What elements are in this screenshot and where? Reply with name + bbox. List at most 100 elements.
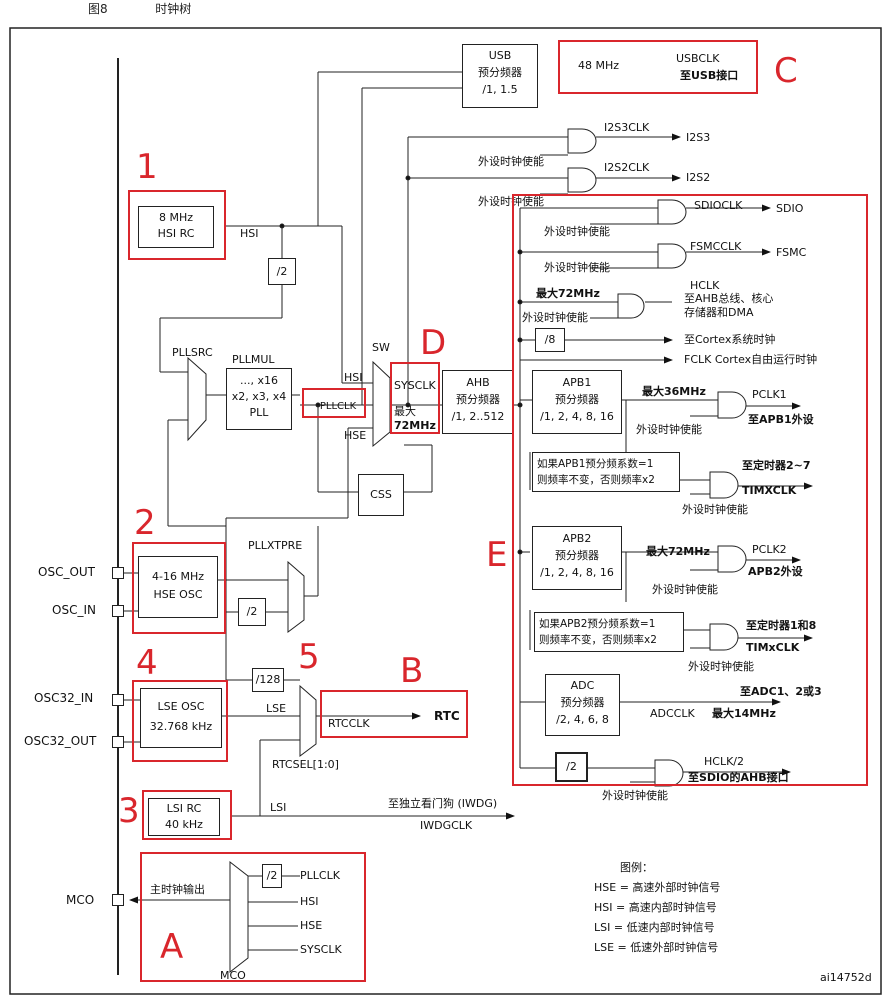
periph-enable-10: 外设时钟使能: [602, 789, 668, 802]
mco-div2-box: /2: [262, 864, 282, 888]
lsi-frequency: 40 kHz: [165, 818, 203, 831]
annotation-box-pllclk: [302, 388, 366, 418]
lse-name: LSE OSC: [157, 700, 205, 713]
hclk-max: 最大72MHz: [536, 287, 600, 300]
annotation-1: 1: [136, 147, 158, 187]
figure-title: 时钟树: [155, 2, 192, 16]
annotation-box-b: [320, 690, 468, 738]
annotation-3: 3: [118, 791, 140, 831]
to-iwdg-label: 至独立看门狗 (IWDG): [388, 797, 498, 810]
apb2-prescaler: APB2 预分频器 /1, 2, 4, 8, 16: [532, 526, 622, 590]
pll-mul-range: ..., x16: [240, 374, 278, 387]
to-usb-label: 至USB接口: [680, 69, 739, 82]
mco-div2-label: /2: [266, 869, 278, 882]
fsmcclk-label: FSMCCLK: [690, 240, 742, 253]
to-timer18-label: 至定时器1和8: [746, 619, 817, 632]
pll-name: PLL: [249, 406, 269, 419]
annotation-box-4: [132, 680, 228, 762]
usb-48mhz: 48 MHz: [578, 59, 620, 72]
sdio-div2-box: /2: [555, 752, 588, 782]
apb2-note-line1: 如果APB2预分频系数=1: [539, 618, 656, 630]
annotation-b: B: [400, 651, 424, 691]
periph-enable-9: 外设时钟使能: [688, 660, 754, 673]
usb-prescaler-title: USB: [488, 49, 512, 62]
rtcsel-label: RTCSEL[1:0]: [272, 758, 339, 771]
osc-out-pin: [112, 567, 124, 579]
i2s2clk-label: I2S2CLK: [604, 161, 650, 174]
lse-frequency: 32.768 kHz: [149, 720, 213, 733]
fclk-label: FCLK Cortex自由运行时钟: [684, 353, 818, 366]
apb1-note-line2: 则频率不变，否则频率x2: [537, 474, 655, 486]
rtcclk-label: RTCCLK: [328, 717, 370, 730]
sw-label: SW: [372, 341, 390, 354]
sdio-div2-label: /2: [566, 760, 577, 773]
annotation-box-2: [132, 542, 226, 634]
hsi-div2-box: /2: [268, 258, 296, 285]
legend-hse: HSE = 高速外部时钟信号: [594, 881, 721, 894]
annotation-box-1: [128, 190, 226, 260]
mco-pllclk-label: PLLCLK: [300, 869, 340, 882]
annotation-box-d: [390, 362, 440, 434]
annotation-e: E: [486, 535, 508, 575]
annotation-box-3: [142, 790, 232, 840]
periph-enable-1: 外设时钟使能: [478, 155, 544, 168]
annotation-2: 2: [134, 503, 156, 543]
mco-main-label: 主时钟输出: [150, 883, 205, 896]
lsi-rc-box: LSI RC 40 kHz: [148, 798, 220, 836]
ahb-subtitle: 预分频器: [456, 393, 500, 406]
i2s2-label: I2S2: [686, 171, 711, 184]
annotation-4: 4: [136, 643, 158, 683]
hsi-rc-box: 8 MHz HSI RC: [138, 206, 214, 248]
mco-sysclk-label: SYSCLK: [300, 943, 342, 956]
to-apb1-label: 至APB1外设: [748, 413, 814, 426]
annotation-box-a: [140, 852, 366, 982]
periph-enable-7: 外设时钟使能: [682, 503, 748, 516]
usbclk-label: USBCLK: [676, 52, 720, 65]
sysclk-label: SYSCLK: [394, 379, 436, 392]
figure-number: 图8: [88, 2, 108, 16]
periph-enable-6: 外设时钟使能: [636, 423, 702, 436]
legend-lsi: LSI = 低速内部时钟信号: [594, 921, 715, 934]
css-box: CSS: [358, 474, 404, 516]
apb2-note-box: 如果APB2预分频系数=1 则频率不变，否则频率x2: [534, 612, 684, 652]
sysclk-max: 最大: [394, 405, 416, 418]
lse-osc-box: LSE OSC 32.768 kHz: [140, 688, 222, 748]
sw-hsi-label: HSI: [344, 371, 363, 384]
apb2-note-line2: 则频率不变，否则频率x2: [539, 634, 657, 646]
ahb-prescaler: AHB 预分频器 /1, 2..512: [442, 370, 514, 434]
apb1-note-line1: 如果APB1预分频系数=1: [537, 458, 654, 470]
div128-label: /128: [255, 673, 281, 686]
osc32-in-label: OSC32_IN: [34, 691, 94, 705]
div8-box: /8: [535, 328, 565, 352]
osc-in-label: OSC_IN: [52, 603, 96, 617]
hsi-signal-label: HSI: [240, 227, 259, 240]
mco-pin: [112, 894, 124, 906]
hclk2-label: HCLK/2: [704, 755, 744, 768]
pllxtpre-label: PLLXTPRE: [248, 539, 303, 552]
adc-ratio: /2, 4, 6, 8: [556, 713, 609, 726]
periph-enable-8: 外设时钟使能: [652, 583, 718, 596]
periph-enable-3: 外设时钟使能: [544, 225, 610, 238]
to-apb2-label: APB2外设: [748, 565, 803, 578]
adc-max: 最大14MHz: [712, 707, 776, 720]
pllmul-label: PLLMUL: [232, 353, 275, 366]
periph-enable-2: 外设时钟使能: [478, 195, 544, 208]
hclk-dest-1: 至AHB总线、核心: [684, 292, 774, 305]
legend-title: 图例：: [620, 861, 653, 874]
hse-div2-box: /2: [238, 598, 266, 626]
hsi-frequency: 8 MHz: [158, 211, 194, 224]
mco-hsi-label: HSI: [300, 895, 319, 908]
hse-name: HSE OSC: [153, 588, 203, 601]
pllsrc-label: PLLSRC: [172, 346, 213, 359]
pll-box: ..., x16 x2, x3, x4 PLL: [226, 368, 292, 430]
usb-prescaler-ratio: /1, 1.5: [482, 83, 518, 96]
to-sdio-ahb-label: 至SDIO的AHB接口: [688, 771, 789, 784]
ahb-title: AHB: [466, 376, 490, 389]
annotation-box-e: [512, 194, 868, 786]
pll-mul-values: x2, x3, x4: [231, 390, 287, 403]
apb1-note-box: 如果APB1预分频系数=1 则频率不变，否则频率x2: [532, 452, 680, 492]
pllclk-label: PLLCLK: [319, 401, 357, 412]
div8-label: /8: [544, 333, 556, 346]
apb2-max: 最大72MHz: [646, 545, 710, 558]
